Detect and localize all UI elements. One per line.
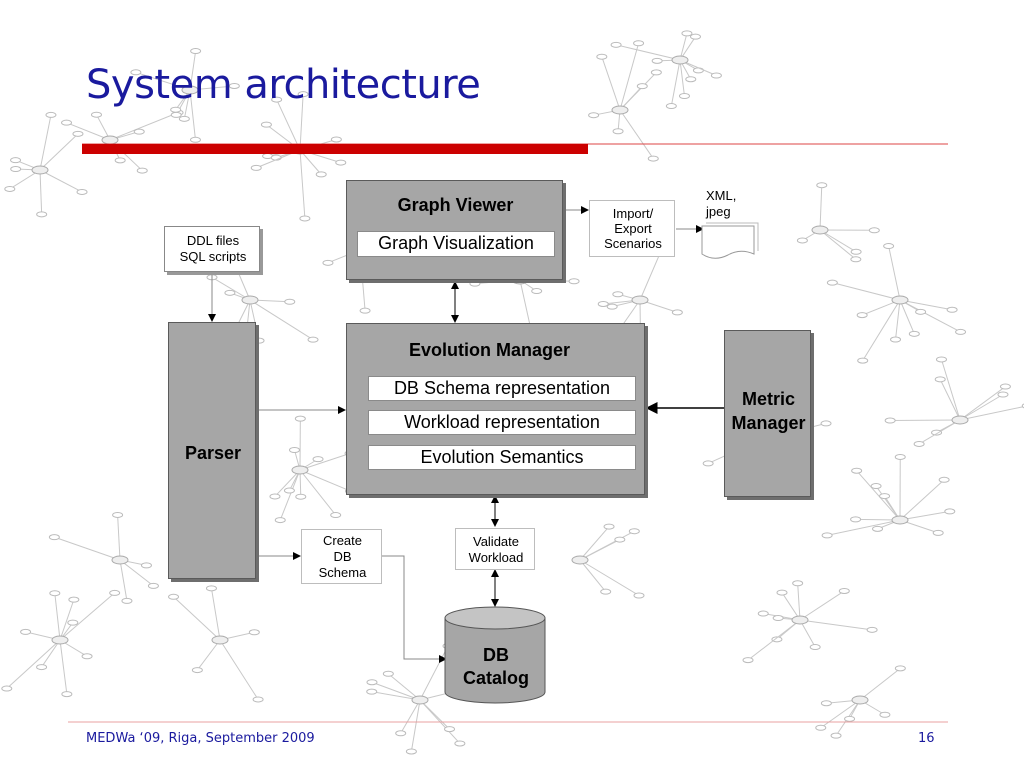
db-catalog-line1: DB (483, 645, 509, 665)
import-export-line2: Export (614, 221, 652, 236)
import-export-line3: Scenarios (604, 236, 662, 251)
validate-line2: Workload (468, 550, 524, 565)
db-catalog-line2: Catalog (462, 668, 529, 688)
db-schema-representation: DB Schema representation (368, 376, 636, 401)
metric-manager-box: Metric Manager (724, 330, 811, 497)
workload-representation: Workload representation (368, 410, 636, 435)
graph-viewer-title: Graph Viewer (397, 195, 514, 215)
create-db-schema-box: Create DB Schema (301, 529, 382, 584)
footer-text: MEDWa ‘09, Riga, September 2009 (86, 731, 315, 746)
validate-workload-box: Validate Workload (455, 528, 535, 570)
graph-visualization-label: Graph Visualization (357, 231, 555, 257)
evolution-semantics: Evolution Semantics (368, 445, 636, 470)
title-accent-bar (82, 144, 588, 154)
import-export-box: Import/ Export Scenarios (589, 200, 675, 257)
ddl-line1: DDL files (186, 233, 240, 248)
create-to-catalog-arrow (382, 555, 447, 663)
parser-label: Parser (184, 443, 242, 463)
ddl-line2: SQL scripts (179, 249, 247, 264)
evolution-manager-title: Evolution Manager (408, 340, 570, 360)
parser-box: Parser (168, 322, 256, 579)
page-number: 16 (918, 731, 935, 746)
create-line1: Create (322, 533, 363, 548)
slide-title: System architecture (86, 62, 481, 108)
ddl-files-box: DDL files SQL scripts (164, 226, 260, 272)
graph-viewer-box: Graph Viewer Graph Visualization (346, 180, 563, 280)
metric-line2: Manager (731, 413, 806, 433)
create-line3: Schema (318, 565, 367, 580)
metric-line1: Metric (741, 389, 795, 409)
document-icon (701, 222, 759, 259)
validate-line1: Validate (472, 534, 519, 549)
create-line2: DB (333, 549, 352, 564)
xml-line2: jpeg (706, 204, 731, 219)
xml-line1: XML, (706, 188, 737, 203)
db-catalog-cylinder (444, 606, 546, 704)
import-export-line1: Import/ (612, 206, 654, 221)
evolution-manager-box: Evolution Manager DB Schema representati… (346, 323, 645, 495)
